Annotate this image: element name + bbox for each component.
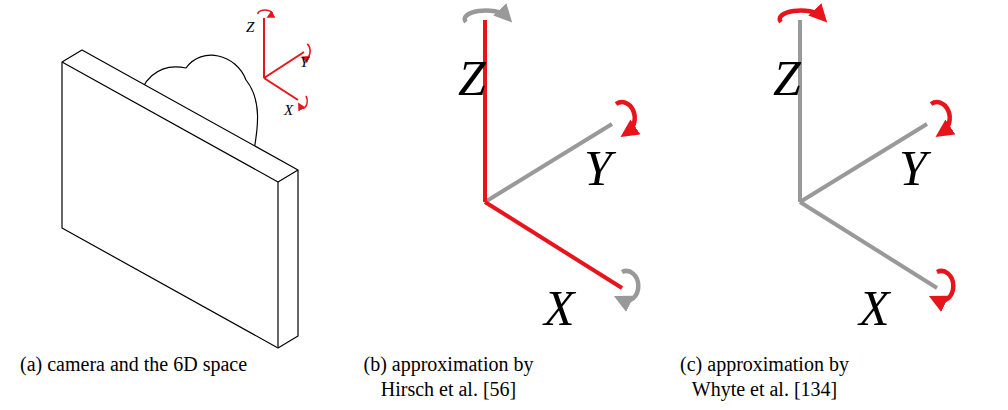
axis-label: Y [899,142,927,195]
axis-label: Y [584,142,612,195]
axes-small [258,10,310,108]
axis-label: X [544,282,575,335]
caption: (a) camera and the 6D space [20,352,320,377]
caption: (c) approximation by Whyte et al. [134] [662,352,867,402]
axis-label: Z [246,20,254,36]
axes-whyte [780,10,954,301]
caption: (b) approximation by Hirsch et al. [56] [346,352,551,402]
axis-label: X [859,282,890,335]
axes-hirsch [465,10,639,301]
axis-label: Y [300,55,308,71]
axis-label: X [284,103,293,119]
camera-body [62,50,298,348]
axis-label: Z [773,52,801,105]
axis-label: Z [458,52,486,105]
